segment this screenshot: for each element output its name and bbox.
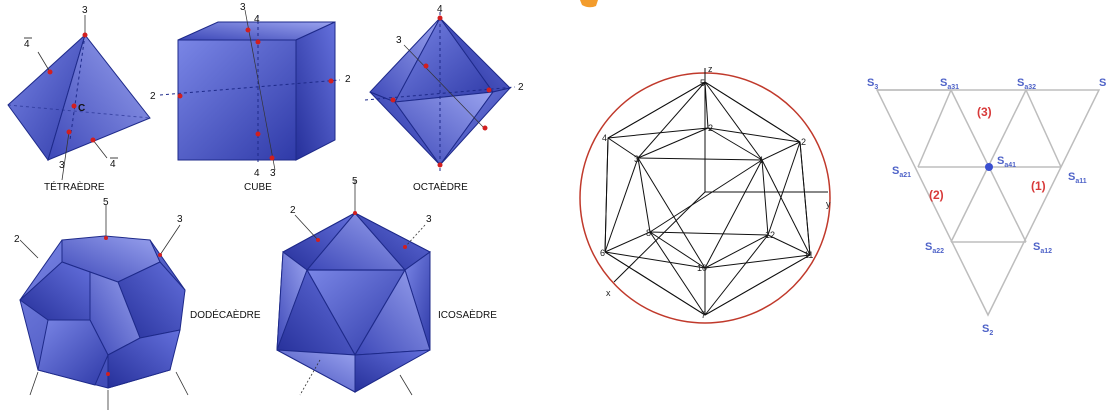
cube-label-4-top: 4 — [254, 14, 260, 25]
vertex-label-11: 11 — [804, 250, 813, 260]
icosa-label-5: 5 — [352, 176, 358, 187]
vertex-sa22: Sa22 — [925, 241, 944, 255]
axis-label-z: z — [708, 64, 713, 74]
vertex-sa21: Sa21 — [892, 165, 911, 179]
vertex-label-12: 12 — [765, 230, 775, 240]
vertex-s3: S3 — [867, 77, 878, 91]
cube-label-2-right: 2 — [345, 74, 351, 85]
region-label-3: (3) — [977, 105, 992, 119]
tetra-label-3-bottom: 3 — [59, 160, 65, 171]
vertex-label-1: 1 — [759, 155, 764, 165]
subdivided-triangle: S3 Sa31 Sa32 S Sa21 Sa41 Sa11 Sa22 Sa12 … — [867, 77, 1106, 337]
cube-label-3-top: 3 — [240, 2, 246, 13]
icosa-caption: ICOSAÈDRE — [438, 308, 497, 321]
icosa-label-3: 3 — [426, 214, 432, 225]
vertex-label-2-inner: 2 — [708, 123, 713, 133]
octa-label-3: 3 — [396, 35, 402, 46]
icosahedron-projection: z y x 5 2 1 3 4 2 8 12 6 10 11 7 — [579, 64, 831, 324]
vertex-label-3: 3 — [634, 154, 639, 164]
tetra-label-4-left: 4 — [24, 39, 30, 50]
cube-label-4-bottom: 4 — [254, 168, 260, 179]
center-point — [985, 163, 993, 171]
vertex-label-4: 4 — [602, 133, 607, 143]
vertex-label-5: 5 — [700, 78, 705, 88]
dodeca-label-3: 3 — [177, 214, 183, 225]
region-label-1: (1) — [1031, 179, 1046, 193]
octa-label-2: 2 — [518, 82, 524, 93]
cube-label-3-bottom: 3 — [270, 168, 276, 179]
octa-label-4: 4 — [437, 4, 443, 15]
cube-label-2-left: 2 — [150, 91, 156, 102]
vertex-label-2-right: 2 — [801, 137, 806, 147]
orange-fragment — [580, 0, 598, 8]
vertex-label-8: 8 — [646, 228, 651, 238]
axis-label-x: x — [606, 288, 611, 298]
vertex-sa41: Sa41 — [997, 155, 1016, 169]
vertex-sa11: Sa11 — [1068, 171, 1087, 185]
vertex-label-7: 7 — [701, 310, 706, 320]
vertex-sa32: Sa32 — [1017, 77, 1036, 91]
vertex-s-right: S — [1099, 77, 1106, 89]
dodeca-caption: DODÉCAÈDRE — [190, 308, 261, 321]
dodeca-label-5: 5 — [103, 197, 109, 208]
dodecahedron: 5 3 2 DODÉCAÈDRE — [14, 197, 261, 410]
vertex-sa31: Sa31 — [940, 77, 959, 91]
cube: 3 4 2 2 4 3 CUBE — [150, 2, 351, 193]
tetra-label-4-bottom: 4 — [110, 159, 116, 170]
dodeca-label-2: 2 — [14, 234, 20, 245]
tetra-caption: TÉTRAÈDRE — [44, 180, 105, 193]
octahedron: 4 3 2 OCTAÈDRE — [364, 4, 524, 193]
vertex-sa12: Sa12 — [1033, 241, 1052, 255]
vertex-label-6: 6 — [600, 248, 605, 258]
vertex-label-10: 10 — [697, 263, 707, 273]
icosahedron-solid: 5 2 3 ICOSAÈDRE — [276, 176, 497, 396]
region-label-2: (2) — [929, 188, 944, 202]
axis-label-y: y — [826, 199, 831, 209]
icosa-label-2: 2 — [290, 205, 296, 216]
octa-caption: OCTAÈDRE — [413, 180, 468, 193]
tetra-label-c: C — [78, 103, 85, 114]
vertex-s2: S2 — [982, 323, 993, 337]
cube-caption: CUBE — [244, 182, 272, 193]
tetra-label-3-top: 3 — [82, 5, 88, 16]
tetrahedron: 3 4 C 3 4 TÉTRAÈDRE — [7, 5, 151, 193]
